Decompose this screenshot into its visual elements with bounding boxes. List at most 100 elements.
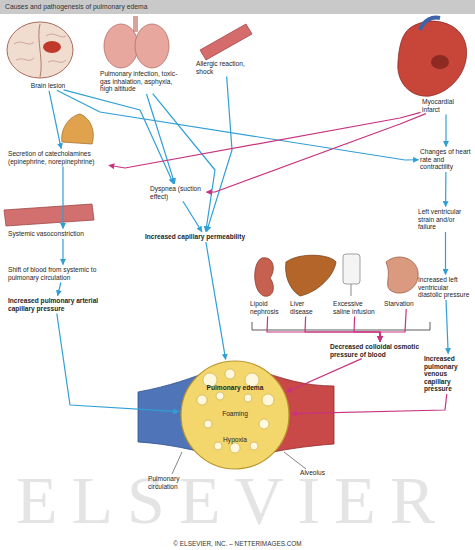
node-text: Foaming — [180, 410, 290, 418]
heart-vessel — [420, 18, 440, 31]
kidney-illustration — [255, 258, 274, 296]
cause-label: Myocardial infarct — [422, 98, 470, 113]
causal-arrow — [62, 167, 63, 229]
foam-bubble — [262, 394, 274, 406]
node-text: Changes of heart rate and contractility — [420, 148, 472, 171]
infarct-spot — [431, 55, 449, 69]
node-text: Lipoid nephrosis — [250, 300, 286, 315]
causal-arrow — [380, 309, 406, 341]
foam-bubble — [225, 369, 235, 379]
cause-label: Liver disease — [290, 300, 322, 315]
causal-arrow — [305, 317, 380, 342]
liver-illustration — [286, 255, 336, 296]
foam-bubble — [230, 443, 240, 453]
cause-label: Decreased colloidal osmotic pressure of … — [330, 343, 430, 358]
causal-arrow — [446, 300, 448, 353]
cause-label: Increased capillary permeability — [145, 233, 265, 241]
stomach-illustration — [386, 257, 418, 293]
foam-bubble — [216, 392, 224, 400]
structure-label: Pulmonary circulation — [148, 475, 200, 490]
node-text: Left ventricular strain and/or failure — [418, 208, 473, 231]
diagram-title: Causes and pathogenesis of pulmonary ede… — [5, 3, 147, 10]
cause-label: Left ventricular strain and/or failure — [418, 208, 473, 231]
node-text: Pulmonary edema — [180, 384, 290, 392]
causal-arrow — [207, 77, 232, 232]
cause-label: Dyspnea (suction effect) — [150, 185, 205, 200]
structure-label: Alveolus — [300, 469, 340, 477]
foam-bubble — [197, 395, 207, 405]
cause-label: Increased pulmonary venous capillary pre… — [424, 355, 474, 393]
heart-illustration — [398, 21, 467, 96]
vessel-illustration — [200, 24, 252, 60]
causal-arrow — [146, 94, 174, 184]
gland-illustration — [62, 114, 94, 144]
lung-illustration — [135, 24, 169, 68]
causal-arrow — [57, 314, 179, 412]
node-text: Increased pulmonary venous capillary pre… — [424, 355, 474, 393]
lung-illustration — [104, 24, 138, 68]
node-text: Hypoxia — [180, 436, 290, 444]
node-text: Increased pulmonary arterial capillary p… — [8, 297, 103, 312]
causal-arrow — [57, 90, 419, 160]
causal-arrow — [445, 115, 446, 147]
brain-lesion-spot — [43, 41, 61, 53]
brain-illustration — [7, 22, 73, 78]
node-text: Increased left ventricular diastolic pre… — [418, 276, 473, 299]
causal-arrow — [287, 359, 362, 392]
node-text: Brain lesion — [18, 82, 78, 90]
cause-label: Starvation — [384, 300, 429, 308]
foam-bubble — [204, 420, 212, 428]
cause-label: Excessive saline infusion — [333, 300, 377, 315]
node-text: Pulmonary infection, toxic-gas inhalatio… — [100, 70, 185, 93]
causal-arrow — [49, 91, 61, 149]
causal-arrow — [206, 242, 226, 359]
foam-bubble — [259, 419, 269, 429]
node-text: Decreased colloidal osmotic pressure of … — [330, 343, 430, 358]
causal-arrow — [62, 239, 63, 264]
node-text: Dyspnea (suction effect) — [150, 185, 205, 200]
trachea — [133, 16, 138, 32]
causal-arrow — [291, 394, 446, 414]
causal-arrow — [153, 94, 215, 232]
node-text: Excessive saline infusion — [333, 300, 377, 315]
causal-arrow — [445, 172, 446, 206]
node-text: Increased capillary permeability — [145, 233, 265, 241]
cause-label: Systemic vasoconstriction — [8, 230, 118, 238]
cause-label: Secretion of catecholamines (epinephrine… — [8, 150, 118, 165]
node-text: Starvation — [384, 300, 429, 308]
cause-label: Lipoid nephrosis — [250, 300, 286, 315]
cause-label: Increased left ventricular diastolic pre… — [418, 276, 473, 299]
watermark: ELSEVIER — [16, 466, 449, 534]
cause-label: Increased pulmonary arterial capillary p… — [8, 297, 103, 312]
infusion-tube — [351, 284, 352, 296]
cause-label: Brain lesion — [18, 82, 78, 90]
causal-arrow — [58, 282, 61, 295]
node-text: Systemic vasoconstriction — [8, 230, 118, 238]
brain-gyri — [14, 34, 66, 62]
cause-label: Changes of heart rate and contractility — [420, 148, 472, 171]
infusion-bag — [343, 254, 360, 284]
causal-arrow — [64, 90, 174, 184]
causal-arrow — [183, 201, 202, 231]
alveolus-fill — [181, 361, 289, 469]
causal-arrow — [354, 317, 380, 342]
node-text: Allergic reaction, shock — [196, 60, 256, 75]
bracket — [252, 322, 430, 330]
causal-arrow — [109, 112, 421, 168]
node-text: Myocardial infarct — [422, 98, 470, 113]
cause-label: Allergic reaction, shock — [196, 60, 256, 75]
node-text: Liver disease — [290, 300, 322, 315]
foam-bubble — [244, 394, 252, 402]
alveolus-circle: Pulmonary edemaFoamingHypoxia — [180, 360, 290, 470]
foam-bubble — [250, 442, 258, 450]
causal-arrow — [207, 114, 426, 193]
foam-bubble — [214, 442, 222, 450]
causal-arrow — [267, 317, 380, 342]
cause-label: Shift of blood from systemic to pulmonar… — [8, 266, 118, 281]
vessel-illustration — [4, 204, 94, 226]
brain-fissure — [39, 24, 41, 77]
causal-arrow — [445, 232, 446, 274]
copyright-caption: © ELSEVIER, INC. – NETTERIMAGES.COM — [0, 540, 475, 547]
title-band — [0, 0, 475, 14]
